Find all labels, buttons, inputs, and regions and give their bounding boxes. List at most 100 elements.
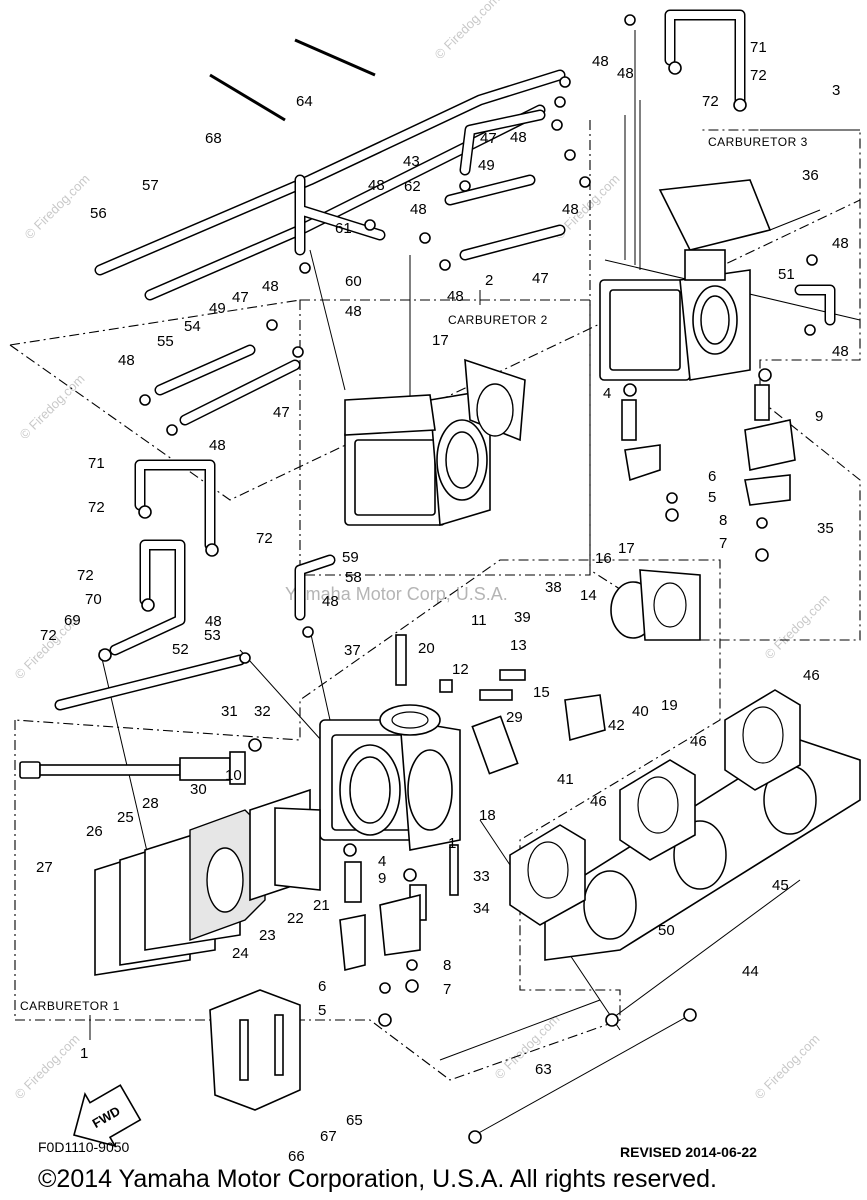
callout: 48 xyxy=(322,593,339,610)
callout: 21 xyxy=(313,897,330,914)
callout: 45 xyxy=(772,877,789,894)
callout: 17 xyxy=(618,540,635,557)
callout: 41 xyxy=(557,771,574,788)
callout: 46 xyxy=(590,793,607,810)
callout: 43 xyxy=(403,153,420,170)
callout: 7 xyxy=(719,535,727,552)
callout: 40 xyxy=(632,703,649,720)
watermark: © Firedog.com xyxy=(17,371,88,442)
callout: 3 xyxy=(832,82,840,99)
callout: 4 xyxy=(603,385,611,402)
callout: 8 xyxy=(443,957,451,974)
callout: 47 xyxy=(532,270,549,287)
callout: 56 xyxy=(90,205,107,222)
callout: 14 xyxy=(580,587,597,604)
callout: 71 xyxy=(88,455,105,472)
part-code: F0D1110-9050 xyxy=(38,1139,130,1155)
carburetor-3-title: CARBURETOR 3 xyxy=(708,135,808,149)
callout: 17 xyxy=(432,332,449,349)
callout: 48 xyxy=(447,288,464,305)
callout: 49 xyxy=(478,157,495,174)
callout: 48 xyxy=(205,613,222,630)
callout: 47 xyxy=(480,130,497,147)
callout: 69 xyxy=(64,612,81,629)
fwd-arrow: FWD xyxy=(73,1084,142,1148)
callout: 11 xyxy=(471,612,487,629)
callout: 26 xyxy=(86,823,103,840)
callout: 10 xyxy=(225,767,242,784)
callout: 20 xyxy=(418,640,435,657)
watermark: © Firedog.com xyxy=(432,0,503,62)
callout: 63 xyxy=(535,1061,552,1078)
watermark-center: Yamaha Motor Corp, U.S.A. xyxy=(285,584,508,604)
callout: 6 xyxy=(708,468,716,485)
callout: 46 xyxy=(803,667,820,684)
callout: 42 xyxy=(608,717,625,734)
callout: 9 xyxy=(378,870,386,887)
callout: 61 xyxy=(335,220,352,237)
callout: 2 xyxy=(485,272,493,289)
callout: 68 xyxy=(205,130,222,147)
callout: 48 xyxy=(592,53,609,70)
callout: 25 xyxy=(117,809,134,826)
callout: 37 xyxy=(344,642,361,659)
callout: 27 xyxy=(36,859,53,876)
callout: 9 xyxy=(815,408,823,425)
callout: 15 xyxy=(533,684,550,701)
callout: 60 xyxy=(345,273,362,290)
callout: 52 xyxy=(172,641,189,658)
callout: 48 xyxy=(562,201,579,218)
callout: 53 xyxy=(204,627,221,644)
callout: 65 xyxy=(346,1112,363,1129)
hose-clamps xyxy=(98,14,818,664)
fuel-hoses xyxy=(54,9,836,711)
carburetor-1-title: CARBURETOR 1 xyxy=(20,999,120,1013)
callout: 72 xyxy=(702,93,719,110)
callout: 51 xyxy=(778,266,795,283)
watermark: © Firedog.com xyxy=(12,1031,83,1102)
carburetor-1-body xyxy=(319,704,461,851)
callout: 59 xyxy=(342,549,359,566)
callout: 70 xyxy=(85,591,102,608)
callout: 57 xyxy=(142,177,159,194)
callout: 24 xyxy=(232,945,249,962)
watermark: © Firedog.com xyxy=(762,591,833,662)
callout: 35 xyxy=(817,520,834,537)
callout: 4 xyxy=(378,853,386,870)
callout: 30 xyxy=(190,781,207,798)
callout: 32 xyxy=(254,703,271,720)
callout: 22 xyxy=(287,910,304,927)
callout: 72 xyxy=(77,567,94,584)
revised-date: REVISED 2014-06-22 xyxy=(620,1144,757,1160)
callout: 72 xyxy=(88,499,105,516)
callout: 7 xyxy=(443,981,451,998)
callout: 16 xyxy=(595,550,612,567)
callout: 62 xyxy=(404,178,421,195)
callout: 67 xyxy=(320,1128,337,1145)
callout: 49 xyxy=(209,300,226,317)
callout: 48 xyxy=(262,278,279,295)
callout: 6 xyxy=(318,978,326,995)
callout: 48 xyxy=(410,201,427,218)
intake-manifold xyxy=(509,689,861,961)
callout: 34 xyxy=(473,900,490,917)
callouts: 1 1 2 3 4 4 5 5 6 6 7 7 8 8 9 9 10 11 12… xyxy=(36,39,849,1165)
small-parts xyxy=(339,368,796,1027)
callout: 47 xyxy=(273,404,290,421)
callout: 38 xyxy=(545,579,562,596)
carburetor-3-body xyxy=(599,179,821,381)
callout: 18 xyxy=(479,807,496,824)
throttle-shaft xyxy=(19,738,262,785)
callout: 29 xyxy=(506,709,523,726)
mounting-bracket xyxy=(209,989,301,1111)
watermark: © Firedog.com xyxy=(752,1031,823,1102)
callout: 48 xyxy=(345,303,362,320)
carburetor-2-title: CARBURETOR 2 xyxy=(448,313,548,327)
callout: 28 xyxy=(142,795,159,812)
copyright: ©2014 Yamaha Motor Corporation, U.S.A. A… xyxy=(38,1165,717,1193)
callout: 64 xyxy=(296,93,313,110)
callout: 48 xyxy=(832,235,849,252)
callout: 5 xyxy=(318,1002,326,1019)
callout: 12 xyxy=(452,661,469,678)
